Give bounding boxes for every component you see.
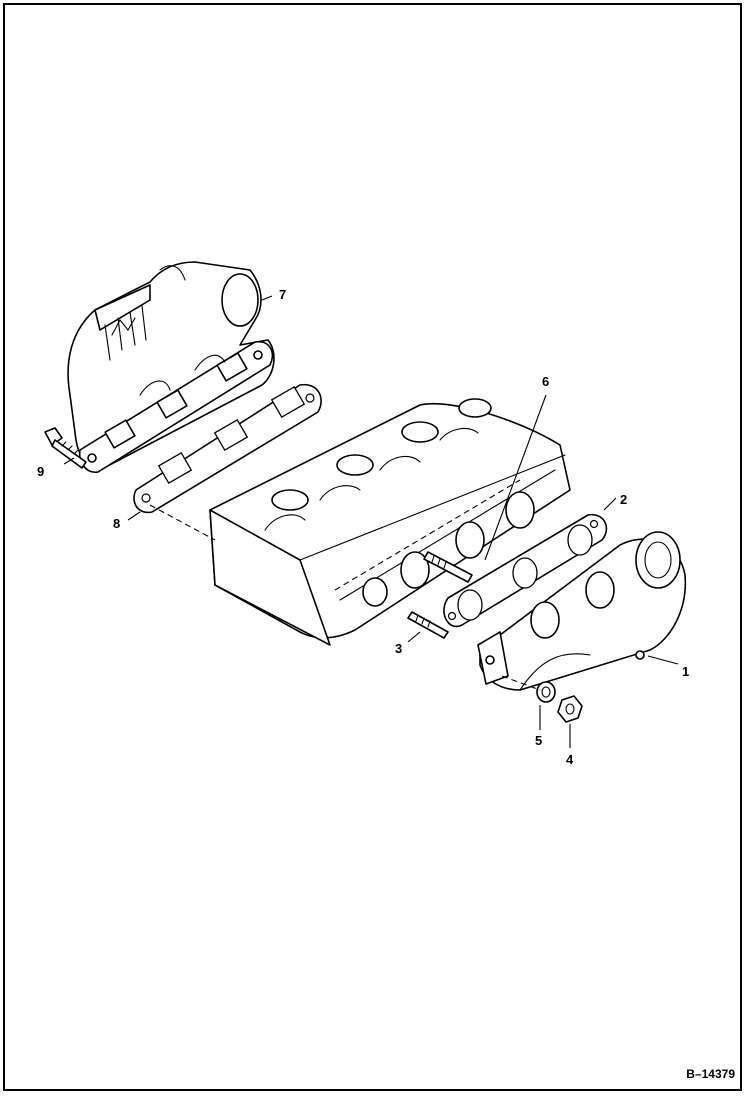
manifold-right: [477, 531, 687, 691]
callout-4: 4: [566, 752, 574, 767]
stud-3: [407, 611, 449, 639]
callout-3: 3: [395, 641, 402, 656]
callout-2: 2: [620, 492, 627, 507]
washer-5: [536, 681, 556, 703]
manifold-left: [67, 261, 275, 473]
callout-9: 9: [37, 464, 44, 479]
stud-6: [423, 551, 473, 583]
callout-7: 7: [279, 287, 286, 302]
callout-1: 1: [682, 664, 689, 679]
gasket-right: [443, 513, 608, 628]
callout-6: 6: [542, 374, 549, 389]
leader-lines: [63, 295, 679, 748]
cylinder-head: [209, 398, 571, 646]
callout-8: 8: [113, 516, 120, 531]
nut-4: [557, 695, 583, 723]
bolt-9: [44, 427, 87, 469]
figure-id-label: B–14379: [686, 1067, 735, 1081]
callout-5: 5: [535, 733, 542, 748]
gasket-left: [133, 383, 322, 514]
